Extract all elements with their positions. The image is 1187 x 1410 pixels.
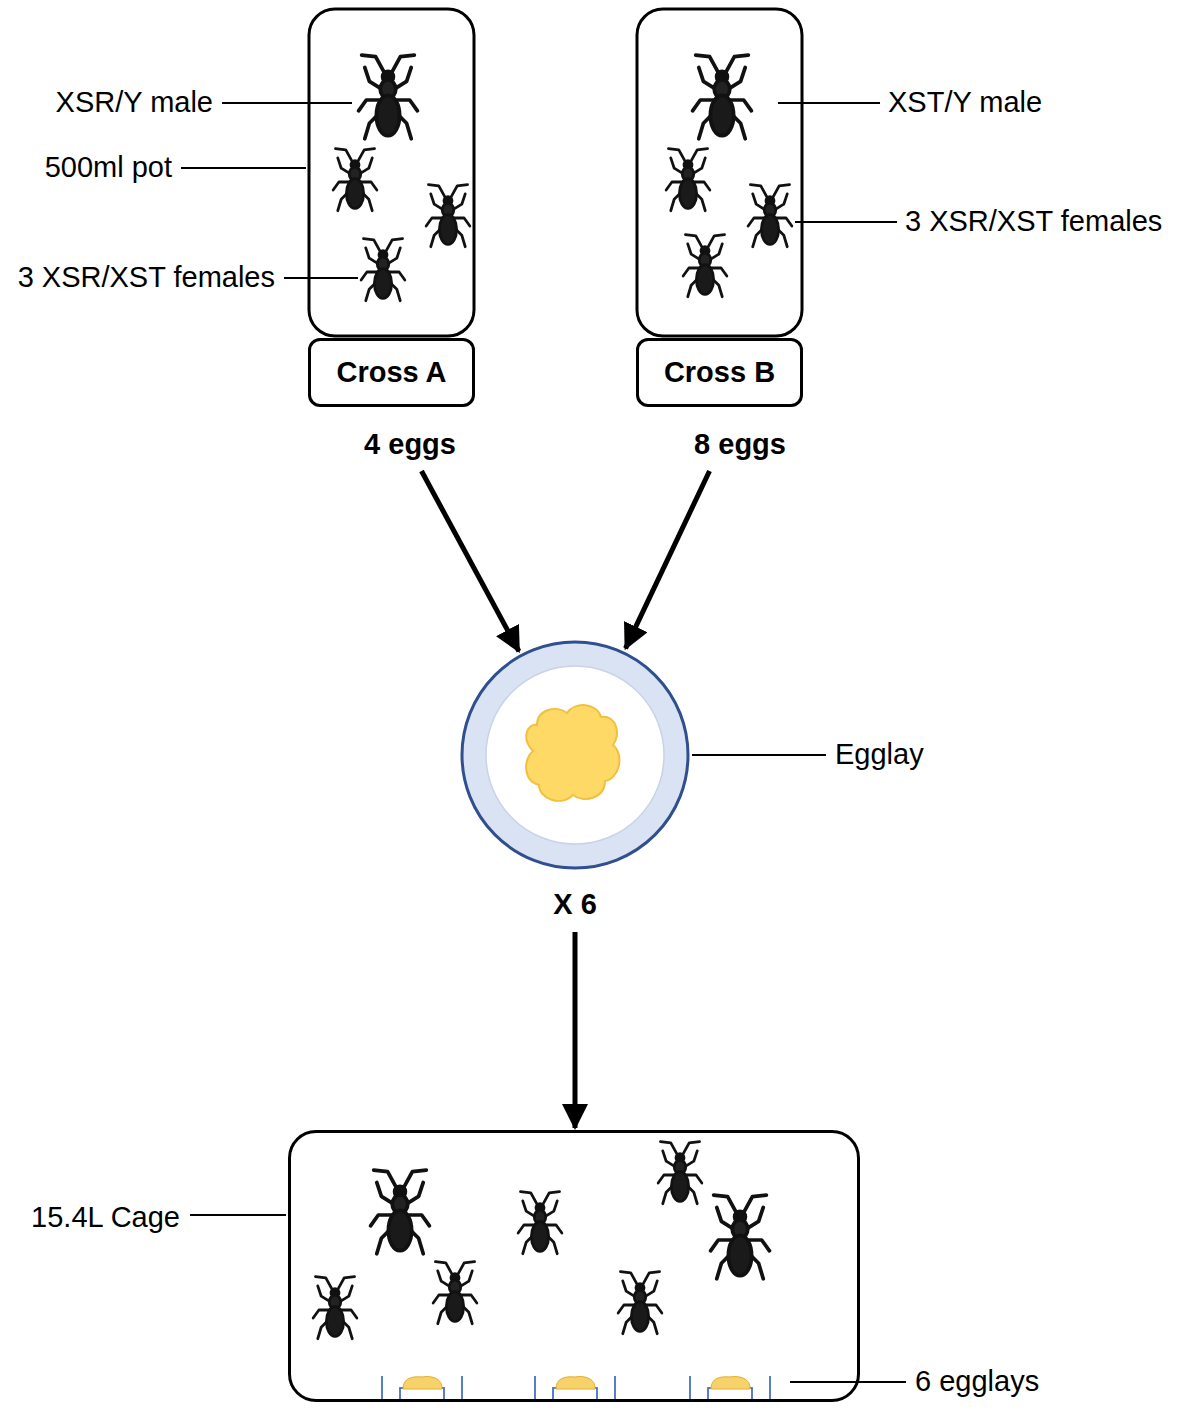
callout-label: 500ml pot <box>45 151 172 184</box>
cross-label-box: Cross A <box>308 338 475 407</box>
male-insect <box>711 1195 770 1279</box>
flow-arrow <box>573 932 578 1128</box>
cross-name: Cross A <box>336 356 446 389</box>
egglay-food <box>403 1377 750 1390</box>
female-insect <box>518 1192 562 1254</box>
flow-arrow <box>626 471 710 648</box>
callout-label: 3 XSR/XST females <box>905 205 1162 238</box>
callout-label: XST/Y male <box>888 86 1042 119</box>
female-insect <box>666 149 710 211</box>
male-insect <box>371 1170 430 1254</box>
female-insect <box>361 239 405 301</box>
egglay-dish: Egglay <box>460 640 690 870</box>
male-insect <box>693 55 752 139</box>
callout-label: Egglay <box>835 738 924 771</box>
female-insect <box>433 1262 477 1324</box>
dish-outline <box>460 640 690 870</box>
count-label: 8 eggs <box>694 428 786 461</box>
cross-label-box: Cross B <box>636 338 803 407</box>
cage-box: 15.4L Cage <box>288 1130 860 1402</box>
female-insect <box>618 1272 662 1334</box>
pot-outline <box>637 9 802 336</box>
callout-label: 3 XSR/XST females <box>18 261 275 294</box>
male-insect <box>359 55 418 139</box>
female-insect <box>658 1142 702 1204</box>
female-insect <box>333 149 377 211</box>
callout-label: 6 egglays <box>915 1365 1039 1398</box>
callout-label: XSR/Y male <box>56 86 213 119</box>
pot-outline <box>309 9 474 336</box>
female-insect <box>748 185 792 247</box>
count-label: 4 eggs <box>364 428 456 461</box>
egglay-trays <box>382 1376 770 1400</box>
cross-name: Cross B <box>664 356 775 389</box>
female-insect <box>426 185 470 247</box>
female-insect <box>313 1277 357 1339</box>
female-insect <box>683 235 727 297</box>
callout-label: 15.4L Cage <box>31 1201 180 1234</box>
flow-arrow <box>422 471 519 651</box>
count-label: X 6 <box>553 888 597 921</box>
